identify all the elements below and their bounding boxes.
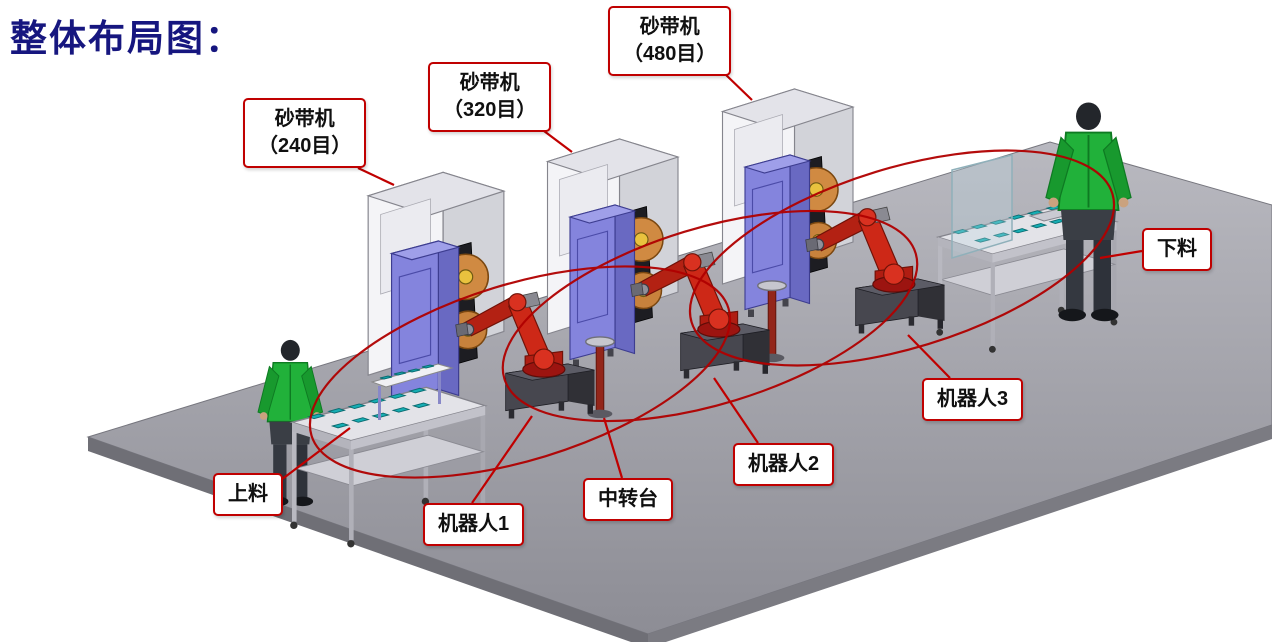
callout-sander-320: 砂带机 （320目） [428,62,552,132]
leader-loading [280,427,351,481]
work-envelope-robot-2 [501,209,919,423]
safety-glass-panel [951,154,1013,260]
leader-sander-320 [539,127,573,153]
callout-transfer-table: 中转台 [583,478,673,521]
callout-text: 机器人1 [438,513,510,535]
callout-text: 中转台 [598,488,658,510]
callout-text: 上料 [228,483,268,505]
callout-robot-3: 机器人3 [922,378,1024,421]
leader-robot-3 [907,334,951,379]
callout-text: （480目） [623,43,717,65]
callout-text: 机器人3 [937,388,1009,410]
callout-unloading: 下料 [1142,228,1212,271]
callout-robot-1: 机器人1 [423,503,525,546]
leader-unloading [1099,249,1143,260]
callout-text: 砂带机 [639,16,700,38]
callout-text: 砂带机 [459,72,520,94]
callout-text: 下料 [1157,238,1197,260]
callout-text: 砂带机 [274,108,335,130]
leader-sander-480 [724,73,753,101]
leader-robot-1 [471,415,533,504]
page-title: 整体布局图： [10,18,244,59]
parts-rack [370,363,454,420]
callout-text: （240目） [258,135,352,157]
callout-robot-2: 机器人2 [733,443,835,486]
callout-text: （320目） [443,99,537,121]
leader-robot-2 [713,377,759,444]
callout-loading: 上料 [213,473,283,516]
work-envelope-robot-3 [688,149,1116,367]
leader-transfer [602,417,624,479]
leader-sander-240 [357,167,395,186]
callout-leader-lines [280,73,1143,504]
callout-text: 机器人2 [748,453,820,475]
callout-sander-240: 砂带机 （240目） [243,98,367,168]
work-envelope-robot-1 [308,265,732,479]
robot-work-envelopes [308,149,1116,479]
callout-sander-480: 砂带机 （480目） [608,6,732,76]
